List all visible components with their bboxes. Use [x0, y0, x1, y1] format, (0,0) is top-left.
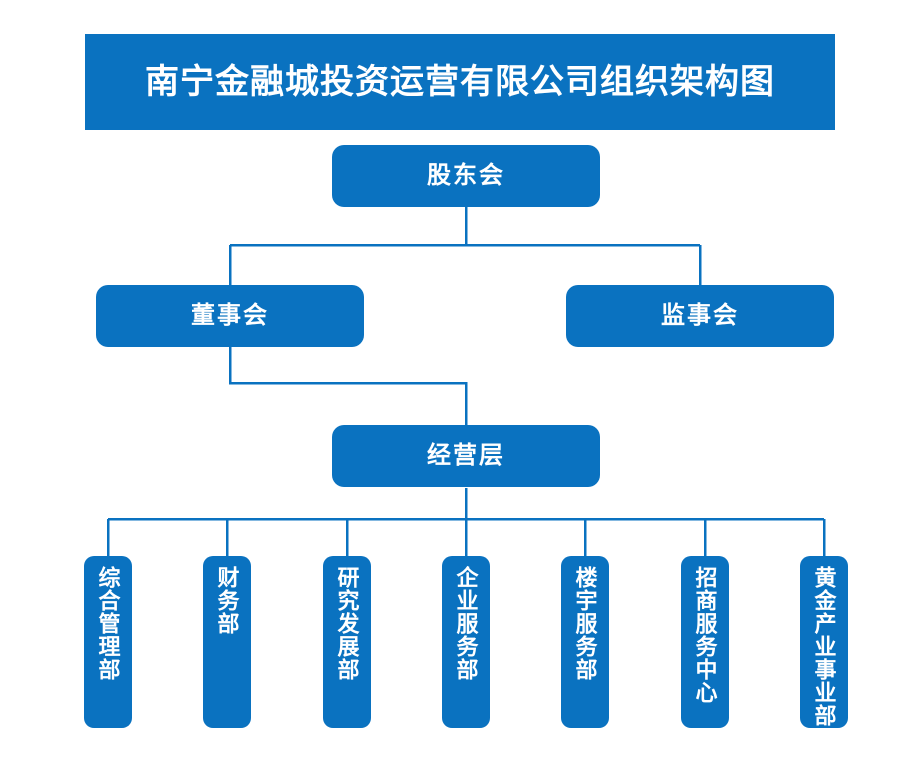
node-shareholders-label: 股东会 [427, 162, 505, 190]
node-dept-finance[interactable]: 财务部 [203, 556, 251, 728]
edge-board-directors-to-management [228, 347, 468, 425]
node-dept-comprehensive-management[interactable]: 综合管理部 [84, 556, 132, 728]
node-dept-2-label: 财务部 [214, 566, 240, 635]
node-dept-4-label: 企业服务部 [453, 566, 479, 681]
node-dept-enterprise-service[interactable]: 企业服务部 [442, 556, 490, 728]
page-title: 南宁金融城投资运营有限公司组织架构图 [145, 63, 775, 101]
node-dept-5-label: 楼宇服务部 [572, 566, 598, 681]
node-board-supervisors[interactable]: 监事会 [566, 285, 834, 347]
node-dept-gold-industry-division[interactable]: 黄金产业事业部 [800, 556, 848, 728]
node-dept-3-label: 研究发展部 [334, 566, 360, 681]
node-shareholders[interactable]: 股东会 [332, 145, 600, 207]
node-dept-1-label: 综合管理部 [95, 566, 121, 681]
node-dept-6-label: 招商服务中心 [692, 566, 718, 704]
node-board-supervisors-label: 监事会 [661, 302, 739, 330]
node-dept-investment-service-center[interactable]: 招商服务中心 [681, 556, 729, 728]
node-dept-7-label: 黄金产业事业部 [811, 566, 837, 727]
node-dept-building-service[interactable]: 楼宇服务部 [561, 556, 609, 728]
node-management-label: 经营层 [427, 442, 505, 470]
chart-title-banner: 南宁金融城投资运营有限公司组织架构图 [85, 34, 835, 130]
node-management[interactable]: 经营层 [332, 425, 600, 487]
node-board-directors[interactable]: 董事会 [96, 285, 364, 347]
node-dept-research-development[interactable]: 研究发展部 [323, 556, 371, 728]
node-board-directors-label: 董事会 [191, 302, 269, 330]
